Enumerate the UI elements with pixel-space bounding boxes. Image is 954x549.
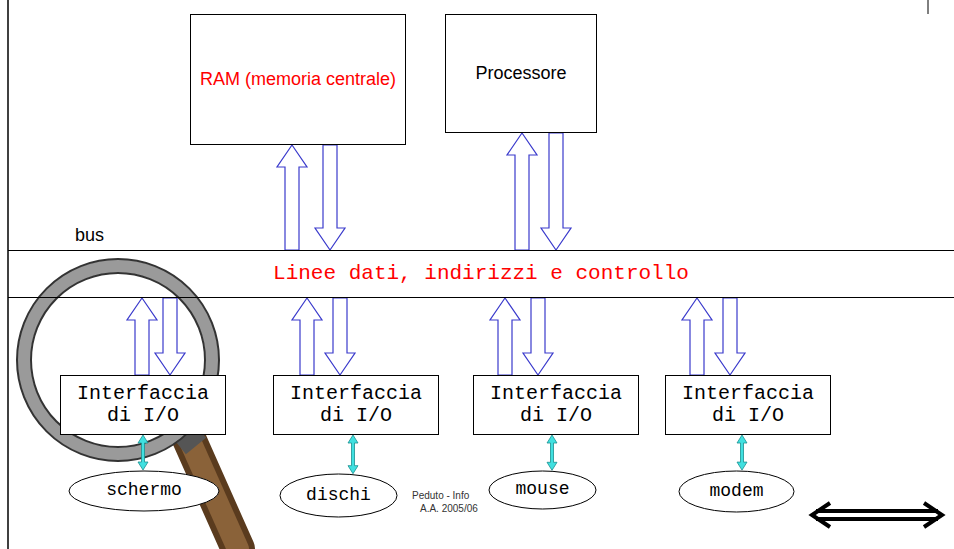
- processor-label: Processore: [475, 62, 566, 85]
- bus-transfer-arrows: [682, 298, 745, 375]
- interface-label: Interfaccia di I/O: [481, 383, 631, 427]
- bus-transfer-arrows: [490, 298, 553, 375]
- device-ellipse: modem: [678, 470, 795, 513]
- device-label: schermo: [106, 481, 182, 501]
- interface-label: Interfaccia di I/O: [281, 383, 431, 427]
- bus-transfer-arrows: [277, 145, 345, 250]
- device-label: dischi: [306, 486, 371, 506]
- bus-transfer-arrows: [127, 298, 185, 375]
- device-ellipse: schermo: [68, 470, 220, 512]
- device-link-arrow: [138, 435, 148, 470]
- bus-heading: bus: [75, 225, 104, 247]
- io-interface-box: Interfaccia di I/O: [473, 375, 639, 435]
- device-link-arrow: [737, 435, 747, 470]
- device-link-arrow: [547, 435, 557, 470]
- device-label: mouse: [515, 480, 569, 500]
- interface-label: Interfaccia di I/O: [68, 383, 218, 427]
- bus-transfer-arrows: [507, 133, 571, 250]
- bus-lines-label: Linee dati, indirizzi e controllo: [273, 261, 689, 286]
- io-interface-box: Interfaccia di I/O: [665, 375, 831, 435]
- page-tick: [928, 0, 929, 14]
- bus-transfer-arrows: [292, 298, 355, 375]
- device-ellipse: mouse: [488, 470, 597, 510]
- device-link-arrow: [348, 435, 358, 474]
- line-arrow: [812, 503, 942, 527]
- io-interface-box: Interfaccia di I/O: [60, 375, 226, 435]
- footer-year: A.A. 2005/06: [420, 503, 478, 514]
- interface-label: Interfaccia di I/O: [673, 383, 823, 427]
- device-label: modem: [709, 482, 763, 502]
- ram-box: RAM (memoria centrale): [190, 14, 406, 145]
- bus-band: busLinee dati, indirizzi e controllo: [8, 250, 954, 298]
- magnifying-glass: [17, 259, 238, 549]
- io-interface-box: Interfaccia di I/O: [273, 375, 439, 435]
- footer-author: Peduto - Info: [412, 490, 469, 501]
- device-ellipse: dischi: [279, 473, 398, 518]
- ram-label: RAM (memoria centrale): [200, 68, 396, 91]
- processor-box: Processore: [445, 14, 597, 133]
